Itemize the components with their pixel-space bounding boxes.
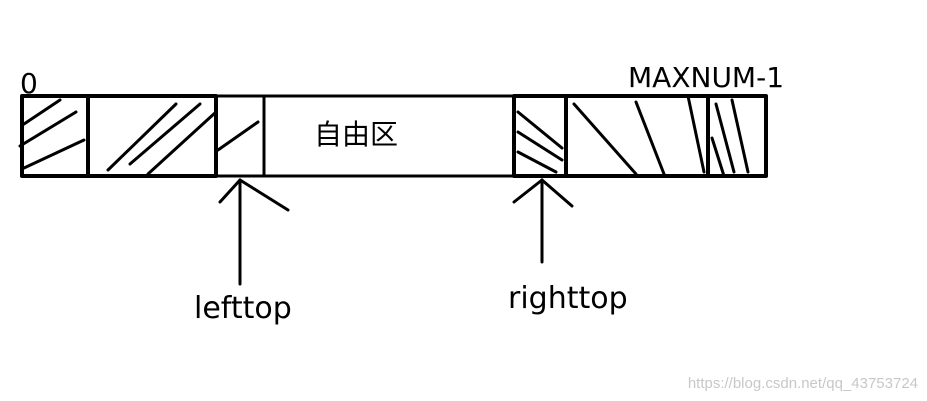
free-area-label: 自由区 — [314, 118, 398, 151]
watermark-text: https://blog.csdn.net/qq_43753724 — [688, 375, 918, 392]
start-index-label: 0 — [20, 67, 38, 100]
righttop-label: righttop — [508, 281, 628, 316]
righttop-arrow — [512, 178, 574, 264]
hatching-left — [18, 98, 260, 176]
end-index-label: MAXNUM-1 — [628, 61, 784, 94]
lefttop-label: lefttop — [194, 291, 292, 326]
right-stack-cell-3 — [706, 94, 768, 178]
lefttop-arrow — [218, 178, 290, 286]
right-stack-cells — [512, 94, 768, 178]
hatching-right — [516, 94, 750, 178]
